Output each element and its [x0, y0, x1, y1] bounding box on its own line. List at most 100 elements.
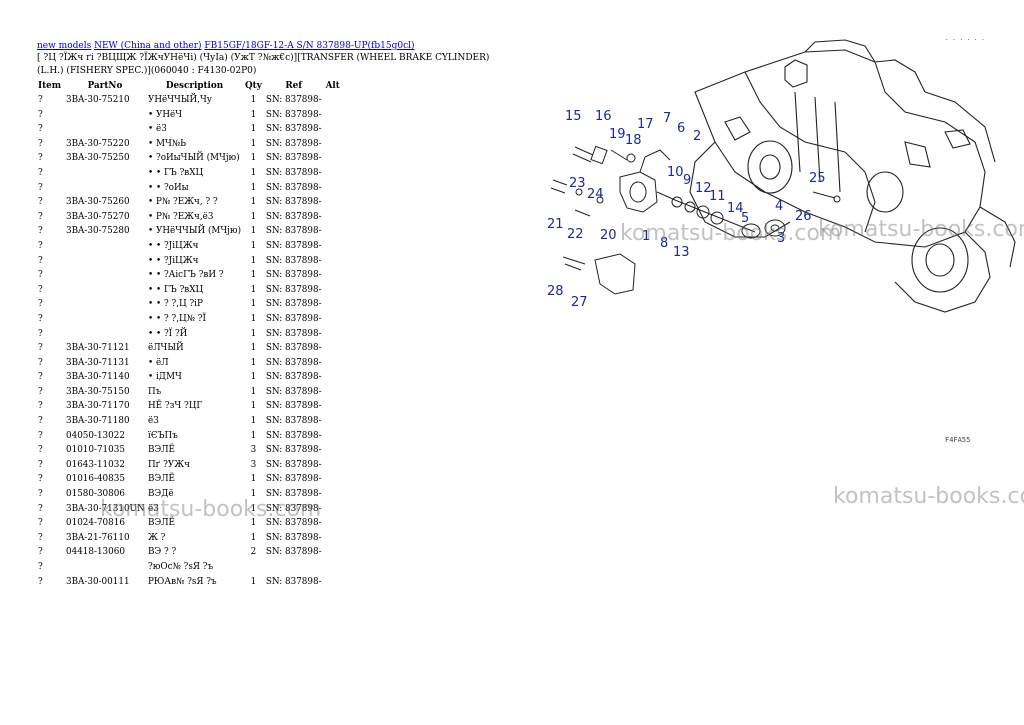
machine-frame-drawing [689, 39, 1016, 313]
cell-ref: SN: 837898- [265, 284, 322, 295]
cell-ref: SN: 837898- [265, 270, 322, 281]
cell-alt [324, 108, 346, 123]
cell-ref: SN: 837898- [265, 138, 322, 149]
cell-partno [64, 166, 146, 181]
callout-14: 14 [727, 201, 744, 216]
cell-qty: 1 [250, 124, 257, 135]
cell-item: ? [38, 240, 43, 251]
table-header-row: Item PartNo Description Qty Ref Alt [36, 79, 346, 93]
callout-21: 21 [547, 217, 564, 232]
cell-qty: 3 [250, 459, 257, 470]
cell-item: ? [38, 547, 43, 558]
cell-partno: 01024-70816 [66, 518, 125, 529]
cell-qty: 1 [250, 576, 257, 587]
cell-ref: SN: 837898- [265, 299, 322, 310]
cell-alt [324, 166, 346, 181]
cell-ref: SN: 837898- [265, 167, 322, 178]
cell-description: • Р№ ?ЕЖч, ? ? [148, 197, 218, 208]
callout-labels: 15 16 19 18 17 7 6 2 23 24 10 9 12 11 25… [547, 109, 826, 310]
cell-alt [324, 487, 346, 502]
cell-item: ? [38, 211, 43, 222]
cell-ref: SN: 837898- [265, 182, 322, 193]
cell-qty: 1 [250, 270, 257, 281]
header-description: Description [165, 81, 224, 91]
cell-description: • УНёЧЧЫЙ (МЧјю) [148, 226, 241, 237]
cell-ref: SN: 837898- [265, 372, 322, 383]
cell-item: ? [38, 430, 43, 441]
cell-description: • Р№ ?ЕЖч,ё3 [148, 211, 214, 222]
exploded-components [550, 145, 841, 295]
cell-qty: 1 [250, 182, 257, 193]
breadcrumb-link-new-models[interactable]: new models [37, 41, 92, 51]
cell-qty: 1 [250, 211, 257, 222]
cell-ref: SN: 837898- [265, 459, 322, 470]
cell-ref: SN: 837898- [265, 109, 322, 120]
cell-ref: SN: 837898- [265, 474, 322, 485]
cell-qty: 1 [250, 197, 257, 208]
cell-item: ? [38, 576, 43, 587]
cell-description: ВЭЛЁ [148, 518, 175, 529]
cell-qty: 1 [250, 401, 257, 412]
cell-qty: 1 [250, 313, 257, 324]
cell-description: • • ?Ї ?Й [148, 328, 188, 339]
cell-partno [64, 108, 146, 123]
cell-qty: 3 [250, 445, 257, 456]
breadcrumb-link-model[interactable]: FB15GF/18GF-12-A S/N 837898-UP(fb15g0cl) [204, 41, 415, 51]
cell-item: ? [38, 489, 43, 500]
callout-1: 1 [642, 229, 650, 244]
cell-qty: 1 [250, 430, 257, 441]
cell-partno [64, 254, 146, 269]
cell-ref: SN: 837898- [265, 445, 322, 456]
callout-25: 25 [809, 171, 826, 186]
cell-alt [324, 239, 346, 254]
cell-description: ёЛЧЫЙ [148, 343, 184, 354]
cell-description: • • ? ?,Ц ?іР [148, 299, 203, 310]
callout-11: 11 [709, 189, 726, 204]
cell-item: ? [38, 109, 43, 120]
cell-partno: 3BA-30-00111 [66, 576, 130, 587]
header-item: Item [38, 81, 62, 91]
cell-qty: 2 [250, 547, 257, 558]
cell-item: ? [38, 386, 43, 397]
cell-qty: 1 [250, 284, 257, 295]
cell-ref: SN: 837898- [265, 503, 322, 514]
cell-alt [324, 560, 346, 575]
cell-ref: SN: 837898- [265, 343, 322, 354]
cell-ref: SN: 837898- [265, 255, 322, 266]
cell-ref: SN: 837898- [265, 416, 322, 427]
cell-ref: SN: 837898- [265, 401, 322, 412]
cell-description: Ж ? [148, 532, 166, 543]
cell-qty: 1 [250, 386, 257, 397]
cell-partno: 3BA-30-71121 [66, 343, 130, 354]
cell-alt [324, 502, 346, 517]
cell-partno [64, 297, 146, 312]
cell-alt [324, 356, 346, 371]
cell-qty: 1 [250, 138, 257, 149]
cell-qty [243, 560, 264, 575]
cell-description: Пъ [148, 386, 162, 397]
cell-partno [64, 122, 146, 137]
cell-item: ? [38, 372, 43, 383]
breadcrumb-link-region[interactable]: NEW (China and other) [94, 41, 202, 51]
cell-partno: 01643-11032 [66, 459, 125, 470]
cell-alt [324, 312, 346, 327]
cell-partno: 3BA-30-71180 [66, 416, 130, 427]
cell-item: ? [38, 357, 43, 368]
cell-alt [324, 122, 346, 137]
cell-partno: 3BA-30-71310UN [66, 503, 145, 514]
cell-description: • • ?ЈіЦЖч [148, 240, 199, 251]
